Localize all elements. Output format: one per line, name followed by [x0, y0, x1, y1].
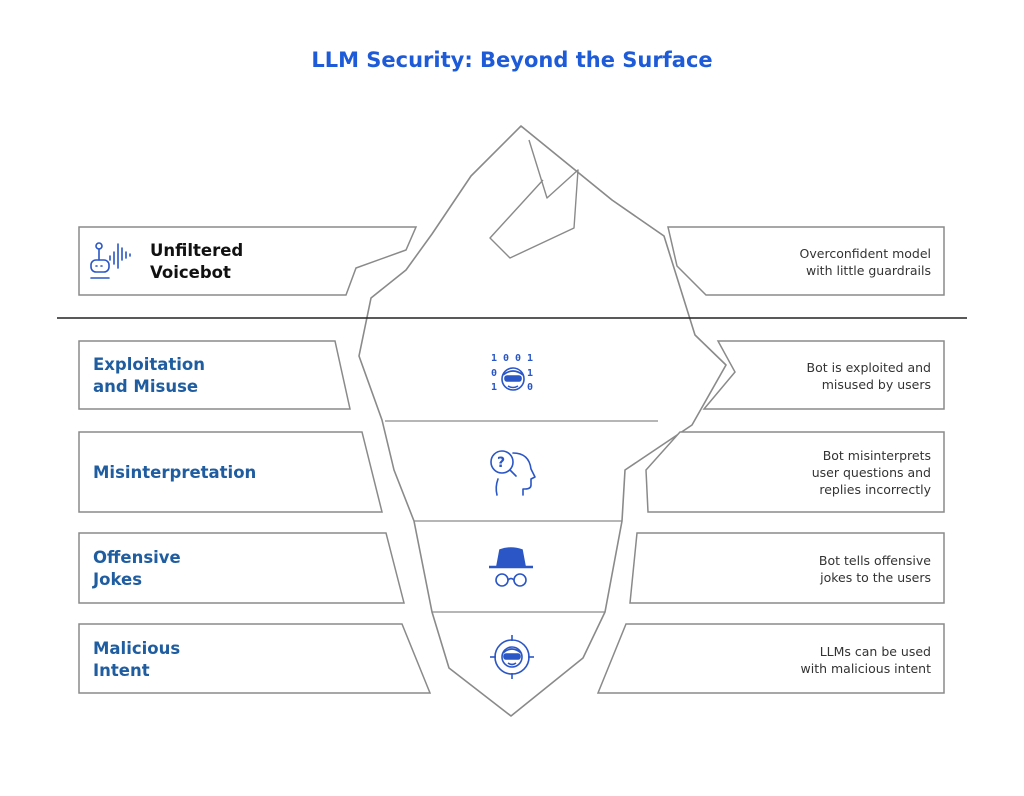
binary-digit: 0	[527, 382, 533, 393]
tip-right-banner	[667, 226, 945, 296]
layer-right-banner-4	[596, 623, 945, 694]
binary-digit: 0	[515, 353, 521, 364]
iceberg-facet	[489, 139, 579, 259]
layer-description-exploitation: Bot is exploited and misused by users	[806, 360, 931, 392]
layer-label-malicious: Malicious Intent	[93, 639, 181, 680]
incognito-icon	[489, 547, 533, 587]
binary-digit: 1	[527, 353, 533, 364]
layer-left-banner-1	[78, 340, 351, 410]
voicebot-icon	[90, 242, 131, 279]
layer-description-offensive: Bot tells offensive jokes to the users	[818, 553, 931, 585]
layer-label-exploitation: Exploitation and Misuse	[93, 355, 206, 396]
layer-left-banner-3	[78, 532, 405, 604]
tip-label: Unfiltered Voicebot	[150, 241, 244, 282]
page-title: LLM Security: Beyond the Surface	[311, 48, 713, 72]
binary-digit: 1	[491, 382, 497, 393]
binary-hacker-icon: 1 0 0 1 0 1 1 0	[491, 353, 533, 393]
layer-right-banner-1	[702, 340, 945, 410]
binary-digit: 1	[491, 353, 497, 364]
layer-right-banner-3	[629, 532, 945, 604]
layer-description-misinterpretation: Bot misinterprets user questions and rep…	[811, 448, 931, 497]
layer-right-banner-2	[645, 431, 945, 513]
tip-description: Overconfident model with little guardrai…	[799, 246, 931, 278]
layer-description-malicious: LLMs can be used with malicious intent	[800, 644, 932, 676]
layer-left-banner-2	[78, 431, 383, 513]
question-head-icon: ?	[490, 450, 536, 496]
binary-digit: 1	[527, 368, 533, 379]
layer-label-offensive: Offensive Jokes	[93, 548, 181, 589]
layer-label-misinterpretation: Misinterpretation	[93, 463, 257, 482]
iceberg-facet-2	[520, 125, 665, 237]
tip-left-banner	[78, 226, 418, 296]
binary-digit: 0	[491, 368, 497, 379]
target-hacker-icon	[490, 635, 534, 679]
layer-left-banner-4	[78, 623, 432, 694]
binary-digit: 0	[503, 353, 509, 364]
question-glyph: ?	[497, 455, 505, 471]
